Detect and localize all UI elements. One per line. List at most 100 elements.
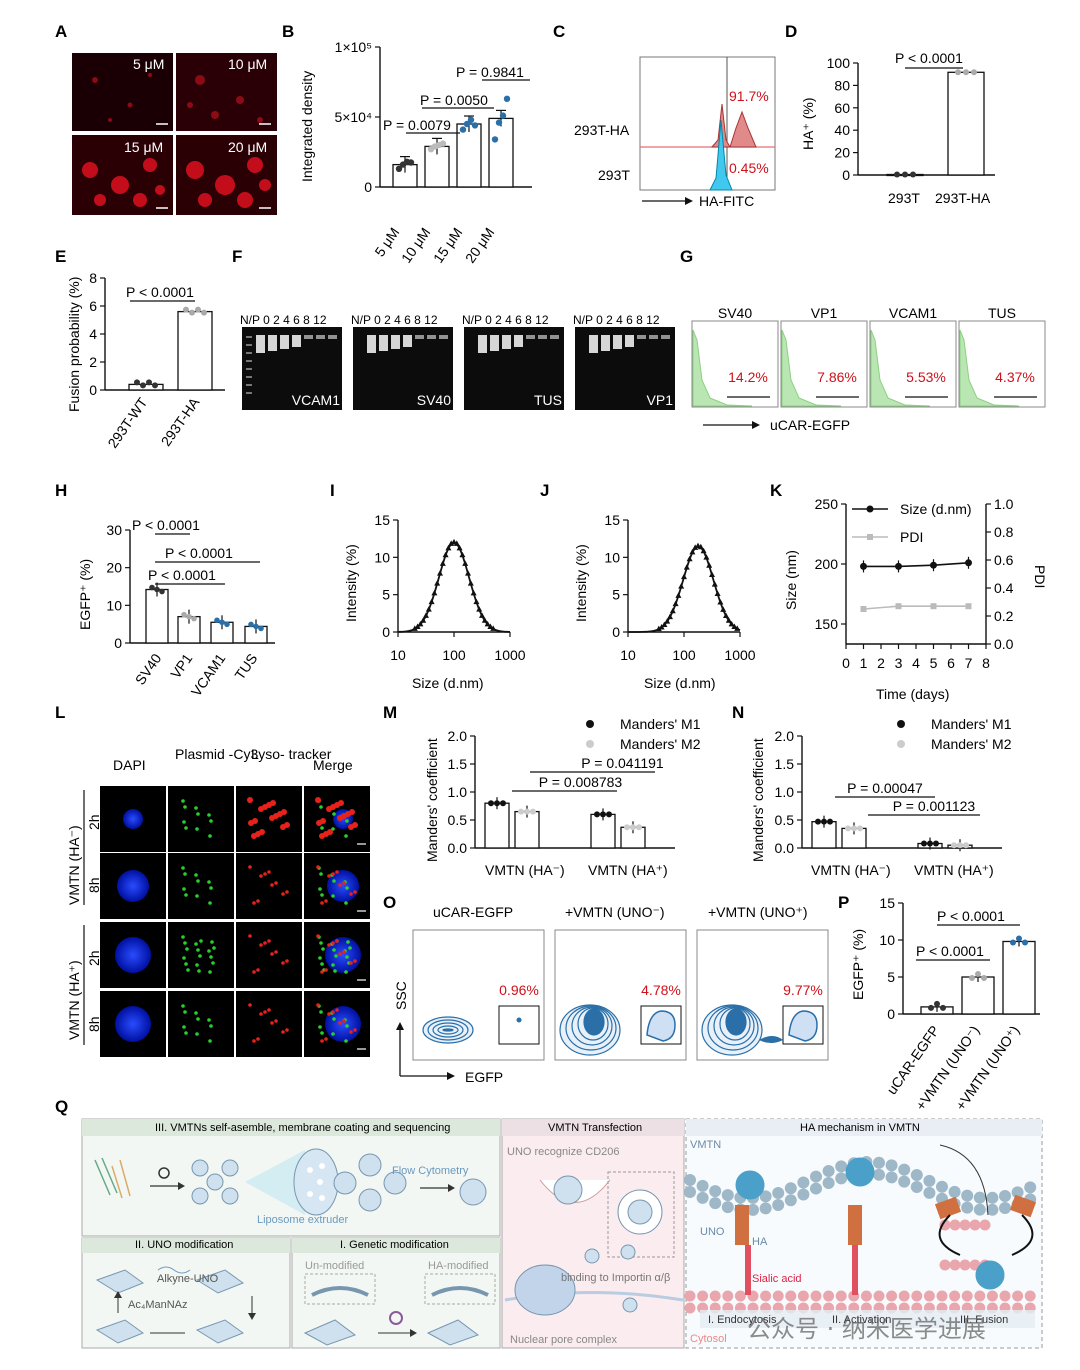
q-membrane-bead [1024, 1181, 1037, 1194]
q-acmannaz: Ac₄ManNAz [128, 1299, 188, 1311]
m-point [530, 808, 536, 815]
l-lyso-dot [335, 939, 339, 943]
d-ticklabel: 100 [827, 55, 851, 71]
i-point [467, 580, 474, 586]
e-point [146, 379, 152, 386]
d-point [955, 69, 961, 76]
b-point [459, 126, 467, 133]
e-ticklabel: 2 [89, 354, 97, 370]
e-xtick-ha: 293T-HA [158, 394, 203, 449]
m-point [594, 811, 600, 818]
m-pvalue: P = 0.008783 [539, 774, 623, 790]
d-point [894, 171, 900, 178]
h-point [186, 613, 192, 620]
m-point [500, 800, 506, 807]
e-point [134, 379, 140, 386]
m-xtick-ha-neg: VMTN (HA⁻) [485, 862, 565, 878]
k-yticklabel: 200 [815, 556, 839, 572]
c-xlabel: HA-FITC [699, 193, 754, 209]
panel-letter-f: F [232, 247, 242, 266]
q-membrane-bead [709, 1185, 722, 1198]
j-point [703, 554, 710, 560]
panel-c-flow: 293T-HA 293T 91.7% 0.45% HA-FITC [574, 56, 776, 209]
q-fusion-bead [939, 1219, 951, 1231]
q-nuclear-bead [886, 1290, 898, 1302]
i-point [417, 620, 424, 627]
f-gel-band [256, 335, 265, 353]
j-point [686, 555, 693, 562]
l-plasmid-dot [208, 901, 212, 905]
h-point [258, 625, 264, 632]
l-lyso-dot [281, 1030, 285, 1034]
f-gel-label: VCAM1 [292, 392, 340, 408]
l-time-2: 8h [86, 877, 102, 893]
l-lyso-dot [248, 1003, 252, 1007]
l-lyso-dot [338, 883, 342, 887]
g-hist-pct: 4.37% [995, 369, 1035, 385]
k-yticklabel: 250 [815, 496, 839, 512]
l-col-dapi: DAPI [113, 757, 146, 773]
l-lyso-dot [324, 968, 328, 972]
h-xtick-vcam1: VCAM1 [188, 650, 229, 699]
l-nucleus [117, 870, 149, 902]
micrograph-label-15um: 15 μM [124, 139, 163, 155]
e-point [183, 306, 189, 313]
l-plasmid-dot [199, 939, 203, 943]
p-point [1010, 939, 1016, 946]
q-cytosol: Cytosol [690, 1333, 727, 1345]
d-ticklabel: 0 [842, 167, 850, 183]
o-plot-frame [412, 929, 545, 1061]
l-lyso-dot [256, 899, 260, 903]
l-lyso-dot [338, 1021, 342, 1025]
d-point [971, 69, 977, 76]
k-xticklabel: 7 [965, 655, 973, 671]
i-point [479, 612, 485, 618]
l-lyso-dot [270, 952, 274, 956]
k-yticklabel2: 0.6 [994, 552, 1014, 568]
m-point [636, 824, 642, 831]
n-point [821, 818, 827, 825]
q-membrane-bead [986, 1191, 999, 1204]
l-plasmid-dot [344, 901, 348, 905]
j-point [669, 607, 676, 614]
q-membrane-bead [973, 1191, 986, 1204]
l-plasmid-dot [183, 805, 187, 809]
h-pvalue-2: P < 0.0001 [165, 545, 233, 561]
o-ylabel: SSC [393, 981, 409, 1010]
k-yticklabel: 150 [815, 616, 839, 632]
l-plasmid-dot [332, 948, 336, 952]
q-nuclear-bead [860, 1290, 872, 1302]
o-gated-events [516, 1017, 522, 1023]
l-time-3: 2h [86, 950, 102, 966]
q-flow-cytometry: Flow Cytometry [392, 1165, 469, 1177]
micrograph-5um [72, 53, 173, 131]
l-lyso-dot [353, 890, 357, 894]
o-tail [759, 1036, 783, 1043]
q-membrane-bead [759, 1190, 772, 1203]
panel-letter-h: H [55, 481, 67, 500]
f-gel-band [391, 335, 400, 349]
j-xticklabel: 1000 [724, 647, 755, 663]
q-membrane-bead [885, 1159, 898, 1172]
d-xtick-293t: 293T [888, 190, 920, 206]
n-pvalue: P = 0.001123 [893, 798, 976, 814]
l-plasmid-dot [198, 954, 202, 958]
d-point [902, 171, 908, 178]
o-title-1: uCAR-EGFP [433, 904, 513, 920]
k-pdi-line [863, 605, 969, 610]
n-point [951, 842, 957, 849]
n-point [827, 818, 833, 825]
i-point [453, 540, 460, 546]
g-hist-pct: 14.2% [728, 369, 768, 385]
p-ticklabel: 10 [879, 932, 895, 948]
i-yticklabel: 5 [382, 587, 390, 603]
l-lyso-dot [267, 939, 271, 943]
l-plasmid-dot [184, 826, 188, 830]
i-point [437, 570, 443, 576]
q-nuclear-bead [949, 1290, 961, 1302]
l-lyso-dot [331, 1010, 335, 1014]
l-plasmid-dot [345, 955, 349, 959]
f-ladder-band [246, 376, 252, 378]
